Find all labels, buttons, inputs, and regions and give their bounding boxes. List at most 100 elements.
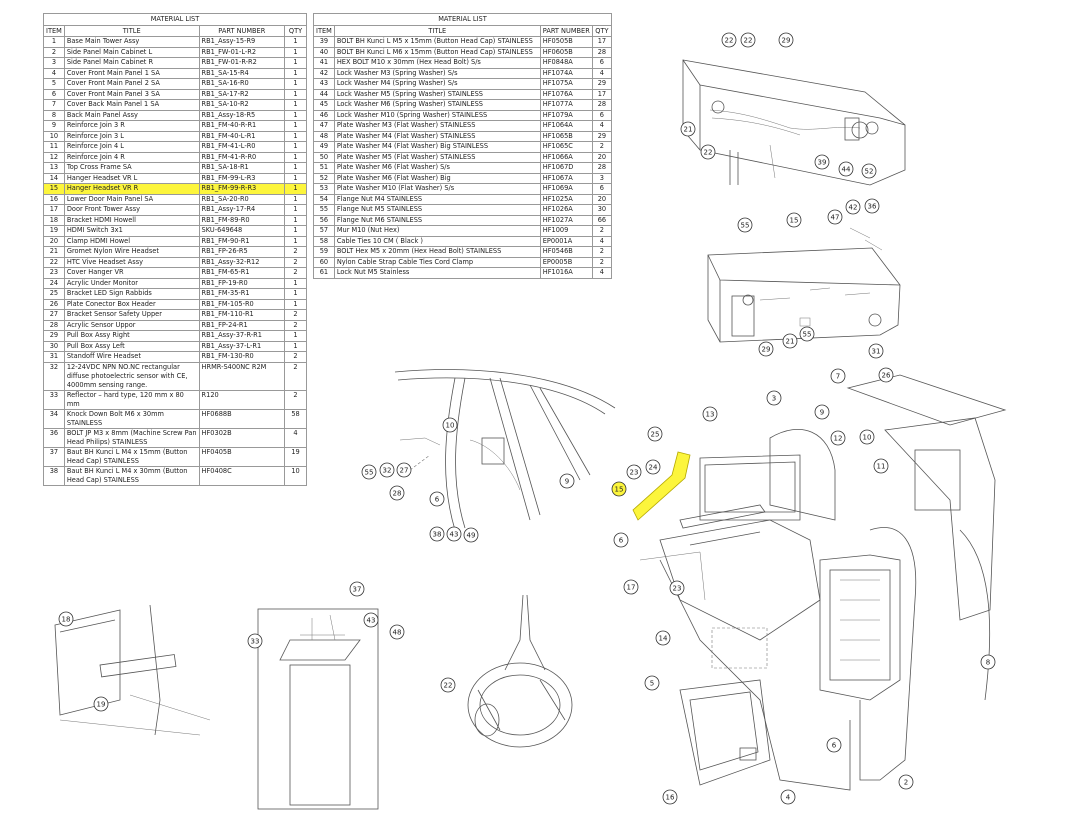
callout-label: 10 [446,422,455,430]
callout-label: 9 [565,478,569,486]
callout-23: 23 [626,464,642,480]
main-cabinet-exploded-view [632,374,1007,791]
callout-21: 21 [680,121,696,137]
cell-qty: 1 [284,172,307,184]
callout-label: 25 [651,431,660,439]
callout-label: 37 [353,586,362,594]
callout-label: 5 [650,680,654,688]
cell-qty: 10 [284,465,307,486]
callout-6: 6 [613,532,629,548]
cell-qty: 2 [591,225,613,237]
cell-qty: 1 [284,235,307,247]
callout-2: 2 [898,774,914,790]
detail-headset-rail-mid [707,227,901,343]
callout-3: 3 [766,390,782,406]
cell-title: Clamp HDMI Howel [63,235,200,247]
cell-title: Hanger Headset VR L [63,172,200,184]
callout-24: 24 [645,459,661,475]
callout-label: 22 [725,37,734,45]
callout-7: 7 [830,368,846,384]
cell-qty: 19 [284,446,307,467]
callout-48: 48 [389,624,405,640]
callout-15: 15 [611,481,627,497]
callout-8: 8 [980,654,996,670]
callout-label: 6 [619,537,624,545]
callout-label: 15 [790,217,799,225]
callout-label: 36 [868,203,877,211]
callout-label: 29 [782,37,791,45]
header-col-qty: QTY [591,25,613,37]
callout-18: 18 [58,611,74,627]
cell-qty: 3 [591,172,613,184]
callout-label: 43 [450,531,459,539]
cell-qty: 1 [284,183,307,195]
cell-qty: 1 [284,204,307,216]
callout-label: 33 [251,638,260,646]
cell-title: Reinforce Join 4 R [63,151,200,163]
callout-42: 42 [845,199,861,215]
cell-qty: 1 [284,225,307,237]
callout-22: 22 [700,144,716,160]
cell-qty: 4 [284,427,307,448]
callout-21: 21 [782,333,798,349]
callout-label: 32 [383,467,392,475]
callout-10: 10 [442,417,458,433]
detail-sensor-frame [394,369,616,531]
callout-label: 6 [435,496,440,504]
callout-22: 22 [721,32,737,48]
callout-label: 49 [467,532,476,540]
callout-label: 22 [704,149,713,157]
cell-title: Door Front Tower Assy [63,204,200,216]
header-col-title: TITLE [63,25,200,37]
callout-label: 29 [762,346,771,354]
cell-qty: 66 [591,214,613,226]
callout-31: 31 [868,343,884,359]
callout-43: 43 [446,526,462,542]
callout-5: 5 [644,675,660,691]
callout-9: 9 [814,404,830,420]
cell-title: Reinforce Join 3 L [63,130,200,142]
callout-26: 26 [878,367,894,383]
callout-label: 23 [673,585,682,593]
callout-label: 12 [834,435,843,443]
callout-38: 38 [429,526,445,542]
callout-label: 17 [627,584,636,592]
callout-55: 55 [737,217,753,233]
detail-reflector [257,608,379,810]
cell-qty: 30 [591,204,613,216]
callout-label: 43 [367,617,376,625]
callout-label: 26 [882,372,891,380]
callout-label: 18 [62,616,71,624]
callout-label: 38 [433,531,442,539]
cell-qty: 29 [591,130,613,142]
cell-title: HDMI Switch 3x1 [63,225,200,237]
cell-qty: 1 [284,214,307,226]
detail-hdmi-bracket [54,604,211,736]
callout-10: 10 [859,429,875,445]
cell-title: Lower Door Main Panel SA [63,193,200,205]
callout-label: 14 [659,635,668,643]
callout-14: 14 [655,630,671,646]
cell-qty: 1 [284,130,307,142]
